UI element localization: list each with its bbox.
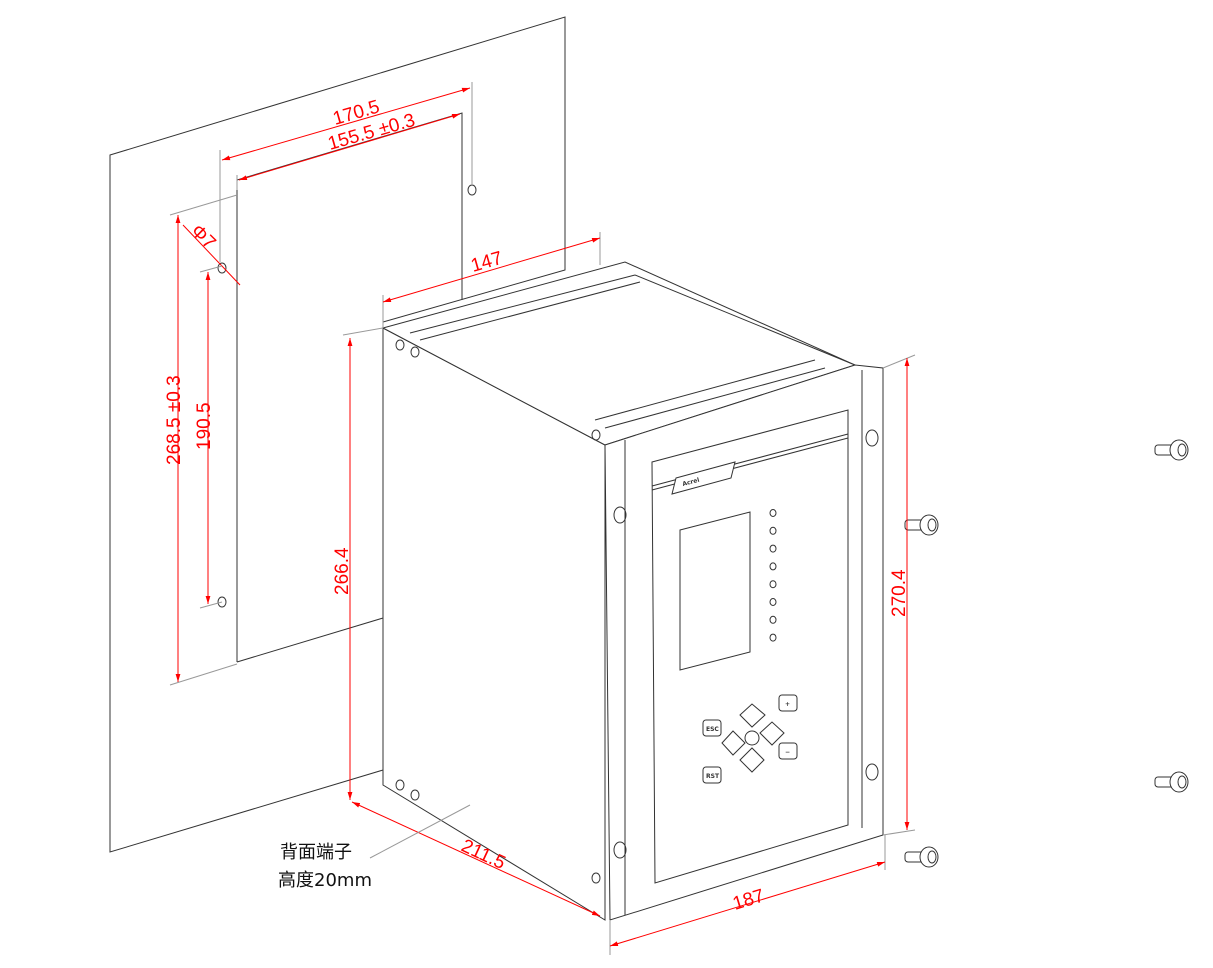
led-indicator bbox=[769, 598, 777, 606]
led-indicator bbox=[769, 544, 777, 553]
dim-270-4: 270.4 bbox=[889, 569, 910, 617]
screw-icon bbox=[904, 514, 939, 536]
dim-268-5: 268.5 ±0.3 bbox=[164, 375, 185, 465]
svg-text:高度20mm: 高度20mm bbox=[278, 870, 372, 891]
keypad: ESC RST + − bbox=[702, 694, 798, 784]
lcd-screen bbox=[679, 511, 751, 671]
dim-266-4: 266.4 bbox=[332, 547, 353, 595]
mounting-hole bbox=[217, 262, 227, 274]
status-leds bbox=[769, 509, 777, 642]
svg-text:+: + bbox=[785, 701, 790, 708]
led-indicator bbox=[769, 562, 777, 571]
dim-190-5: 190.5 bbox=[194, 402, 215, 450]
up-button[interactable] bbox=[739, 703, 766, 728]
mounting-hole bbox=[467, 184, 477, 196]
down-button[interactable] bbox=[739, 747, 765, 773]
rear-terminal-note: 背面端子 高度20mm bbox=[278, 804, 471, 891]
device-case: Acrel ESC RST + − bbox=[381, 261, 884, 921]
led-indicator bbox=[769, 509, 777, 517]
right-button[interactable] bbox=[759, 721, 785, 746]
rst-button[interactable] bbox=[702, 766, 722, 784]
mounting-hole bbox=[217, 596, 227, 608]
esc-button[interactable] bbox=[702, 719, 722, 737]
led-indicator bbox=[769, 526, 777, 535]
screw-icon bbox=[1154, 771, 1189, 793]
led-indicator bbox=[769, 633, 777, 642]
svg-text:RST: RST bbox=[706, 773, 720, 780]
led-indicator bbox=[769, 580, 777, 589]
led-indicator bbox=[769, 615, 777, 624]
screws bbox=[904, 439, 1189, 868]
plus-button[interactable] bbox=[778, 694, 798, 712]
minus-button[interactable] bbox=[778, 742, 798, 760]
screw-icon bbox=[1154, 439, 1189, 461]
brand-logo: Acrel bbox=[671, 461, 736, 495]
left-button[interactable] bbox=[721, 730, 746, 756]
dim-187: 187 bbox=[730, 885, 766, 914]
svg-text:−: − bbox=[785, 749, 790, 756]
svg-text:Acrel: Acrel bbox=[682, 477, 701, 488]
screw-icon bbox=[904, 846, 939, 868]
enter-button[interactable] bbox=[744, 730, 760, 746]
svg-text:背面端子: 背面端子 bbox=[280, 842, 352, 863]
svg-text:ESC: ESC bbox=[706, 726, 719, 733]
